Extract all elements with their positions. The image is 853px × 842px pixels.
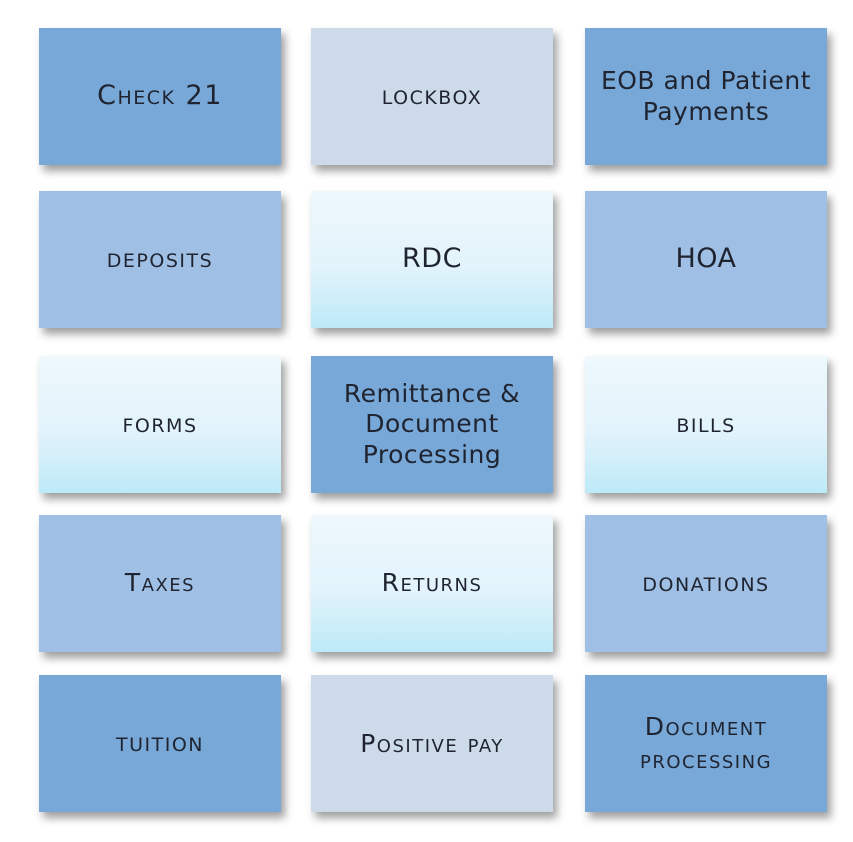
tile-forms: forms (39, 356, 281, 493)
tile-donations: donations (585, 515, 827, 652)
tile-tuition: tuition (39, 675, 281, 812)
tile-remittance-document-processing: Remittance & Document Processing (311, 356, 553, 493)
tile-returns: Returns (311, 515, 553, 652)
tile-label: Returns (381, 568, 483, 598)
tile-rdc: RDC (311, 191, 553, 328)
tile-deposits: deposits (39, 191, 281, 328)
tile-label: tuition (116, 727, 204, 759)
tile-label: donations (642, 567, 770, 599)
tile-hoa: HOA (585, 191, 827, 328)
tile-eob-patient-payments: EOB and Patient Payments (585, 28, 827, 165)
tile-document-processing: Document processing (585, 675, 827, 812)
tile-label: lockbox (381, 80, 483, 112)
tile-label: Document processing (639, 712, 773, 774)
tile-label: HOA (675, 243, 737, 275)
tile-label: Remittance & Document Processing (343, 378, 521, 469)
tile-bills: bills (585, 356, 827, 493)
tile-label: deposits (106, 243, 214, 275)
tile-label: bills (676, 408, 736, 440)
tile-positive-pay: Positive pay (311, 675, 553, 812)
tile-label: forms (122, 408, 198, 440)
tile-label: EOB and Patient Payments (600, 66, 812, 126)
tile-label: Taxes (124, 568, 196, 598)
tile-lockbox: lockbox (311, 28, 553, 165)
tile-label: Positive pay (360, 728, 504, 758)
tile-check-21: Check 21 (39, 28, 281, 165)
tile-label: RDC (402, 243, 462, 275)
tile-label: Check 21 (97, 80, 223, 112)
tile-taxes: Taxes (39, 515, 281, 652)
